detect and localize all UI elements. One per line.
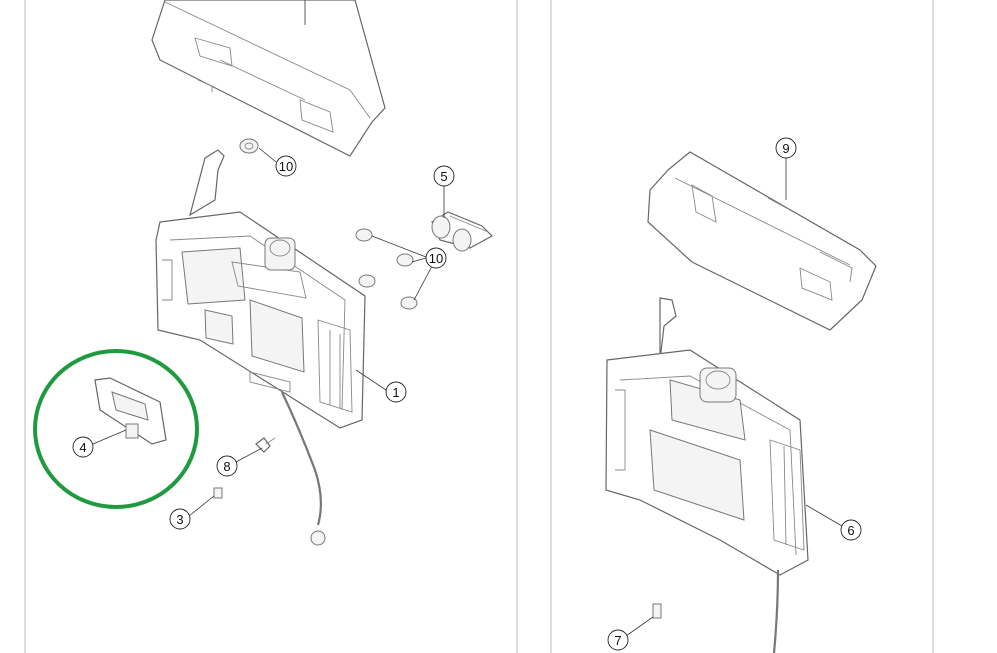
callout-label: 5: [440, 169, 447, 184]
callout-label: 8: [223, 459, 230, 474]
bolt-8: [255, 437, 276, 453]
callout-4: 4: [72, 436, 94, 458]
callout-label: 7: [614, 633, 621, 648]
cover-9: [647, 151, 877, 331]
callout-5: 5: [433, 165, 455, 187]
panel-frames: [24, 0, 934, 653]
highlight-ring: [33, 349, 199, 509]
callout-1: 1: [385, 381, 407, 403]
connector-5: [431, 211, 493, 252]
top-cover-left: [151, 0, 386, 157]
clip-3: [213, 487, 223, 499]
callout-label: 6: [847, 523, 854, 538]
callout-label: 3: [176, 512, 183, 527]
leader-lines: [92, 147, 843, 637]
bracket-4: [94, 377, 167, 445]
callout-3: 3: [169, 508, 191, 530]
callout-label: 10: [429, 251, 443, 266]
callout-10-right: 10: [425, 247, 447, 269]
control-unit-1: [155, 149, 366, 546]
control-unit-6: [605, 297, 809, 653]
callout-6: 6: [840, 519, 862, 541]
clip-7: [652, 603, 662, 619]
callout-8: 8: [216, 455, 238, 477]
grommets-10: [239, 138, 418, 310]
callout-label: 10: [279, 159, 293, 174]
callout-10-top: 10: [275, 155, 297, 177]
callout-7: 7: [607, 629, 629, 651]
callout-9: 9: [775, 137, 797, 159]
callout-label: 4: [79, 440, 86, 455]
callout-label: 9: [782, 141, 789, 156]
callout-label: 1: [392, 385, 399, 400]
